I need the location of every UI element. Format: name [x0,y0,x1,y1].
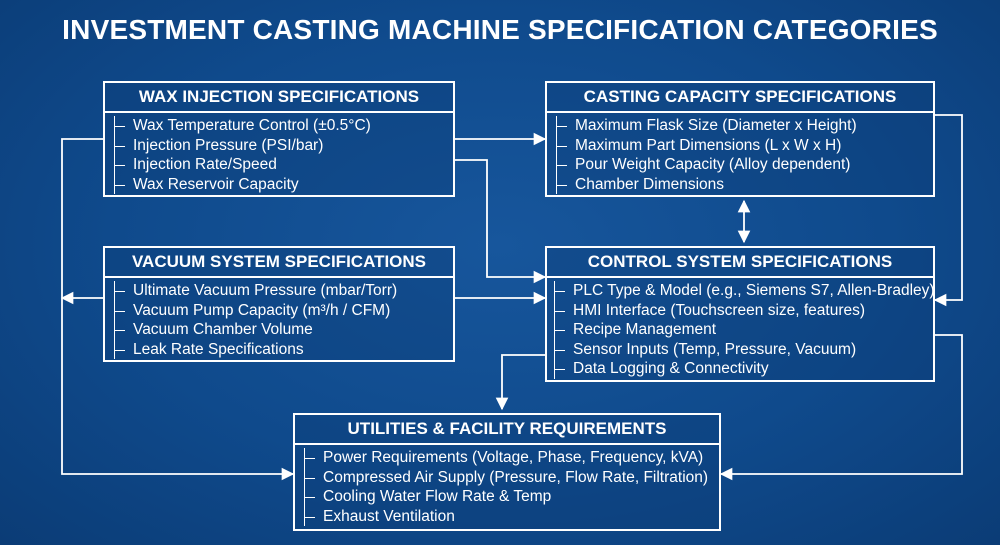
list-item: Compressed Air Supply (Pressure, Flow Ra… [305,468,708,488]
casting-capacity-box: CASTING CAPACITY SPECIFICATIONS Maximum … [545,81,935,197]
list-item: Pour Weight Capacity (Alloy dependent) [557,155,857,175]
control-to-utilities-connector [495,354,545,411]
list-item: Wax Reservoir Capacity [115,175,371,195]
list-item: Recipe Management [555,320,935,340]
list-item: Vacuum Pump Capacity (m³/h / CFM) [115,301,397,321]
utilities-facility-heading: UTILITIES & FACILITY REQUIREMENTS [295,415,719,445]
wax-injection-heading: WAX INJECTION SPECIFICATIONS [105,83,453,113]
control-system-box: CONTROL SYSTEM SPECIFICATIONS PLC Type &… [545,246,935,382]
wax-injection-list: Wax Temperature Control (±0.5°C) Injecti… [114,116,371,194]
vacuum-system-box: VACUUM SYSTEM SPECIFICATIONS Ultimate Va… [103,246,455,362]
list-item: Sensor Inputs (Temp, Pressure, Vacuum) [555,340,935,360]
list-item: Injection Pressure (PSI/bar) [115,136,371,156]
list-item: Data Logging & Connectivity [555,359,935,379]
list-item: Injection Rate/Speed [115,155,371,175]
list-item: Maximum Flask Size (Diameter x Height) [557,116,857,136]
list-item: Maximum Part Dimensions (L x W x H) [557,136,857,156]
control-system-heading: CONTROL SYSTEM SPECIFICATIONS [547,248,933,278]
list-item: HMI Interface (Touchscreen size, feature… [555,301,935,321]
diagram-title: INVESTMENT CASTING MACHINE SPECIFICATION… [62,14,938,45]
list-item: Ultimate Vacuum Pressure (mbar/Torr) [115,281,397,301]
list-item: PLC Type & Model (e.g., Siemens S7, Alle… [555,281,935,301]
vacuum-system-list: Ultimate Vacuum Pressure (mbar/Torr) Vac… [114,281,397,359]
list-item: Chamber Dimensions [557,175,857,195]
left-loop-connector [61,138,295,481]
casting-to-control-right-connector [933,114,963,307]
vacuum-system-heading: VACUUM SYSTEM SPECIFICATIONS [105,248,453,278]
list-item: Wax Temperature Control (±0.5°C) [115,116,371,136]
list-item: Cooling Water Flow Rate & Temp [305,487,708,507]
utilities-facility-list: Power Requirements (Voltage, Phase, Freq… [304,448,708,526]
list-item: Exhaust Ventilation [305,507,708,527]
control-system-list: PLC Type & Model (e.g., Siemens S7, Alle… [554,281,935,379]
casting-capacity-heading: CASTING CAPACITY SPECIFICATIONS [547,83,933,113]
list-item: Power Requirements (Voltage, Phase, Freq… [305,448,708,468]
list-item: Leak Rate Specifications [115,340,397,360]
list-item: Vacuum Chamber Volume [115,320,397,340]
right-to-utilities-connector [719,334,963,481]
wax-to-control-connector [455,159,547,284]
utilities-facility-box: UTILITIES & FACILITY REQUIREMENTS Power … [293,413,721,531]
casting-capacity-list: Maximum Flask Size (Diameter x Height) M… [556,116,857,194]
wax-injection-box: WAX INJECTION SPECIFICATIONS Wax Tempera… [103,81,455,197]
